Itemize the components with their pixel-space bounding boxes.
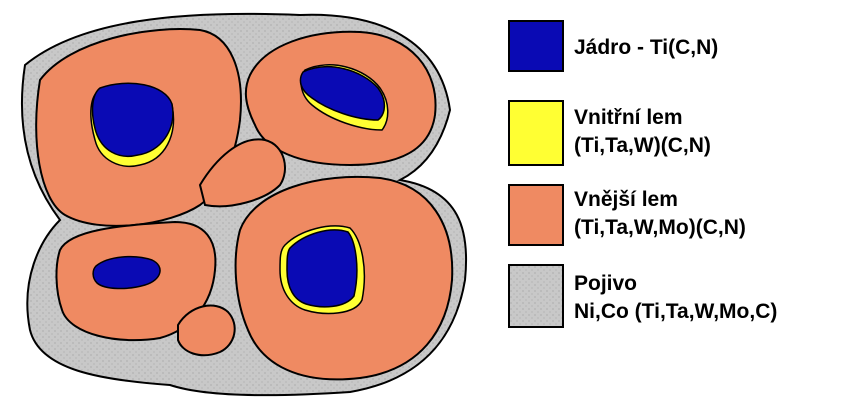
legend-label-binder-line-1: Pojivo [574,272,638,295]
legend-label-inner-rim: Vnitřní lem (Ti,Ta,W)(C,N) [574,104,711,160]
legend-label-outer-rim: Vnější lem (Ti,Ta,W,Mo)(C,N) [574,186,746,242]
legend-label-core: Jádro - Ti(C,N) [574,34,718,62]
legend-label-core-line-1: Jádro - Ti(C,N) [574,36,719,59]
legend-label-binder: Pojivo Ni,Co (Ti,Ta,W,Mo,C) [574,270,777,326]
grain-middle-small [198,138,286,208]
grain-top-right-core [299,66,386,121]
legend-label-inner-rim-line-2: (Ti,Ta,W)(C,N) [574,134,711,157]
grain-bottom-left-core [92,255,161,290]
legend-label-binder-line-2: Ni,Co (Ti,Ta,W,Mo,C) [574,300,778,323]
legend-label-outer-rim-line-1: Vnější lem [574,188,678,211]
legend-swatch-outer-rim [508,184,564,246]
grain-top-left-core [91,82,174,157]
legend-swatch-core [508,20,564,72]
legend-swatch-inner-rim [508,100,564,166]
grain-bottom-right-core [286,229,358,308]
legend-swatch-binder [508,264,564,328]
legend-label-outer-rim-line-2: (Ti,Ta,W,Mo)(C,N) [574,216,746,239]
legend-label-inner-rim-line-1: Vnitřní lem [574,106,683,129]
grain-bottom-small [177,304,236,357]
